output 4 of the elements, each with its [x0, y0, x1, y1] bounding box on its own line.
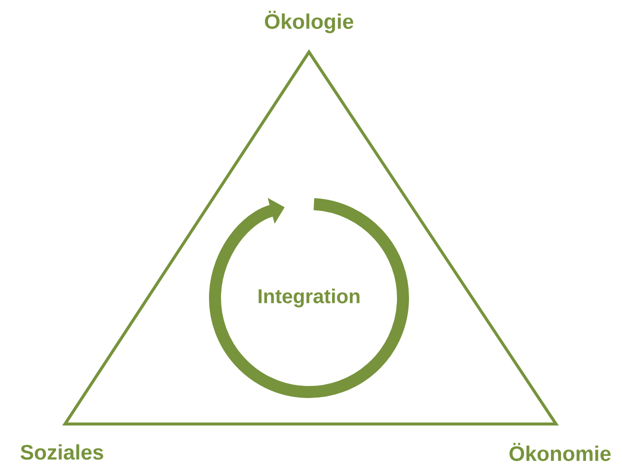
cycle-label: Integration — [258, 288, 360, 308]
vertex-label: Ökologie — [264, 10, 354, 34]
vertex-label: Ökonomie — [510, 442, 611, 462]
vertex-label: Soziales — [20, 444, 104, 460]
